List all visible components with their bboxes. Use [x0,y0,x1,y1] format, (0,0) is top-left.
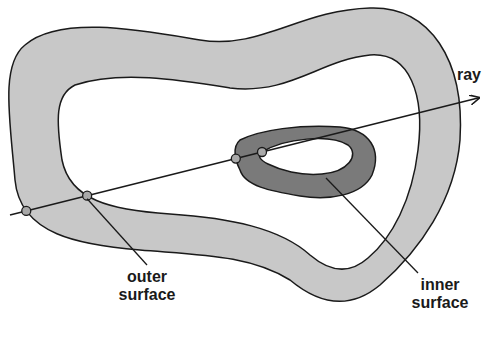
intersection-dot [258,148,267,157]
ray-label: ray [452,66,486,84]
leader-line [326,178,418,273]
surface-label: outer surface [112,268,182,303]
ray-line [10,98,479,215]
inner-body [235,126,375,197]
intersection-dot [231,154,240,163]
leader-line [87,199,147,265]
surface-label: inner surface [404,276,476,311]
outer-shell [9,8,461,301]
intersection-dot [22,206,31,215]
